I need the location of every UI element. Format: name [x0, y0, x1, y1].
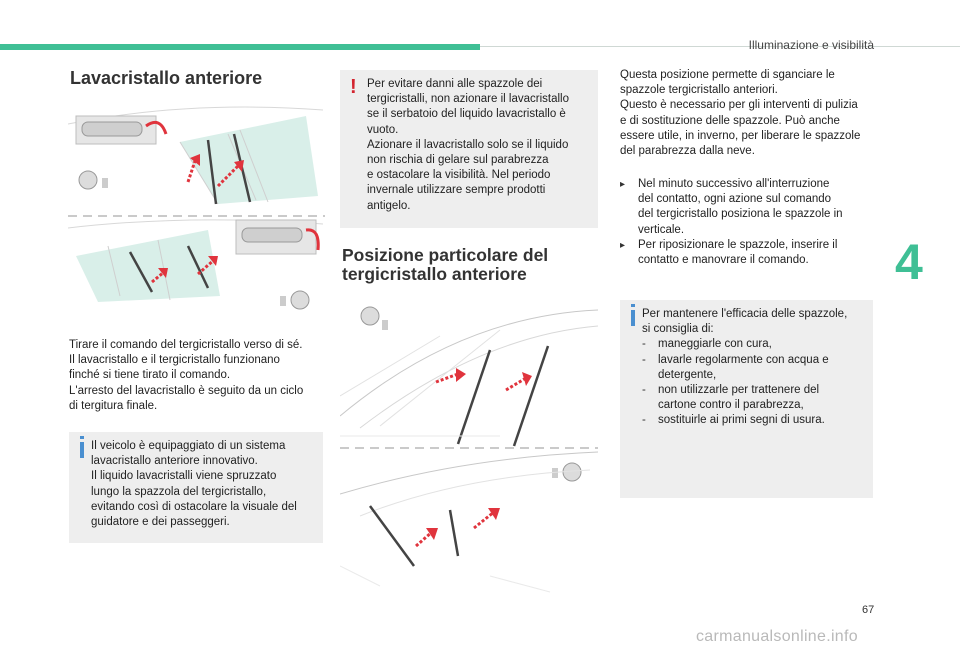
- bullet-item: ▸ Per riposizionare le spazzole, inserir…: [620, 238, 838, 267]
- section-header: Illuminazione e visibilità: [748, 38, 874, 52]
- warning-note: ! Per evitare danni alle spazzole dei te…: [340, 70, 598, 228]
- info-note-washer: Il veicolo è equipaggiato di un sistema …: [69, 432, 323, 543]
- steering-wheel-icon: [78, 170, 98, 190]
- warning-icon: !: [350, 76, 357, 98]
- bullet-arrow-icon: ▸: [620, 179, 626, 190]
- steering-wheel-icon: [562, 462, 582, 482]
- wiper-position-figure: [340, 306, 599, 593]
- section-title-wiper-position: Posizione particolare del tergicristallo…: [342, 245, 549, 284]
- windscreen-panel-bottom: [68, 219, 324, 310]
- header-rule: [480, 46, 960, 47]
- page-title: Lavacristallo anteriore: [70, 68, 263, 88]
- col1-body: Tirare il comando del tergicristallo ver…: [69, 339, 304, 412]
- windscreen-panel-top: [68, 106, 324, 205]
- list-item: - sostituirle ai primi segni di usura.: [642, 414, 825, 427]
- info-note-wiper-care: Per mantenere l'efficacia delle spazzole…: [620, 300, 873, 498]
- wiper-panel-bottom: [340, 451, 599, 593]
- col3-body: Questa posizione permette di sganciare l…: [620, 69, 861, 158]
- instruction-bullets: ▸ Nel minuto successivo all'interruzione…: [620, 177, 875, 268]
- list-item: - non utilizzarle per trattenere del car…: [642, 384, 820, 412]
- steering-wheel-icon: [360, 306, 380, 326]
- list-item: - lavarle regolarmente con acqua e deter…: [642, 353, 829, 381]
- watermark: carmanualsonline.info: [696, 628, 858, 645]
- info-icon: [80, 436, 84, 458]
- bullet-arrow-icon: ▸: [620, 239, 626, 251]
- list-item: - maneggiarle con cura,: [642, 338, 772, 351]
- steering-wheel-icon: [290, 290, 310, 310]
- bullet-item: ▸ Nel minuto successivo all'interruzione…: [620, 178, 843, 236]
- page-number: 67: [862, 604, 875, 616]
- chapter-number: 4: [895, 234, 923, 290]
- header-accent-bar: [0, 44, 480, 50]
- washer-figure: [68, 106, 325, 310]
- wiper-panel-top: [340, 306, 599, 447]
- info-icon: [631, 304, 635, 326]
